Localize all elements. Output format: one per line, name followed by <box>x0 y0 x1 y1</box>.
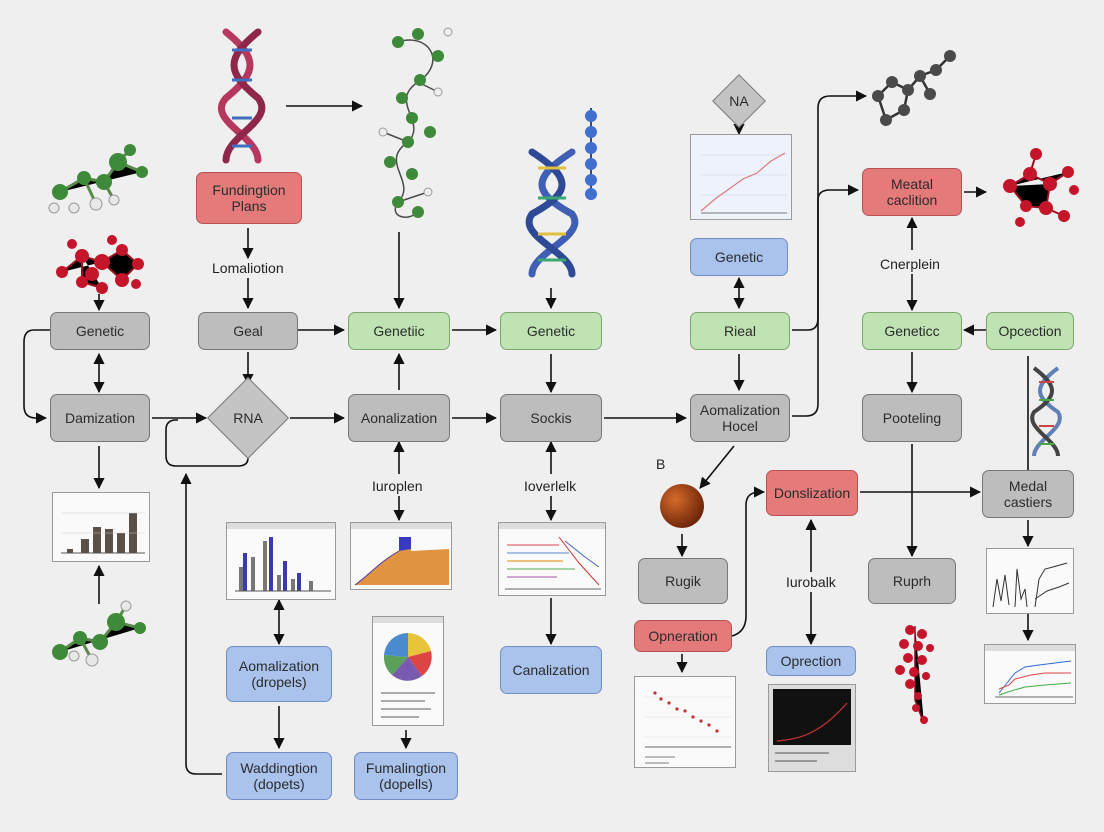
dna-helix-icon <box>1030 366 1062 457</box>
molecule-icon <box>872 50 956 126</box>
molecule-icon <box>378 27 453 218</box>
geneticc-node[interactable]: Geneticc <box>862 312 962 350</box>
line-chart-thumbnail <box>498 522 606 596</box>
dna-helix-icon <box>218 28 266 164</box>
sphere-icon <box>660 484 704 528</box>
na-decision-node[interactable]: NA <box>712 80 766 122</box>
loop-rna-back <box>165 419 249 467</box>
ruprh-node[interactable]: Ruprh <box>868 558 956 604</box>
oprection-node[interactable]: Oprection <box>766 646 856 676</box>
molecule-icon <box>1003 148 1079 227</box>
geal-node[interactable]: Geal <box>198 312 298 350</box>
pooteling-node[interactable]: Pooteling <box>862 394 962 442</box>
opcection-node[interactable]: Opcection <box>986 312 1074 350</box>
iurobalk-label: Iurobalk <box>786 574 836 590</box>
area-chart-thumbnail <box>350 522 452 590</box>
damization-node[interactable]: Damization <box>50 394 150 442</box>
scatter-chart-thumbnail <box>634 676 736 768</box>
arrow-hocel-to-meatal <box>792 184 860 417</box>
iuroplen-label: Iuroplen <box>372 478 423 494</box>
rna-label: RNA <box>233 410 263 426</box>
molecule-icon <box>52 600 146 667</box>
pie-chart-thumbnail <box>372 616 444 726</box>
canalization-node[interactable]: Canalization <box>500 646 602 694</box>
cnerplein-label: Cnerplein <box>880 256 940 272</box>
meatal-caclition-node[interactable]: Meatal caclition <box>862 168 962 216</box>
operation-node[interactable]: Opneration <box>634 620 732 652</box>
dna-helix-icon <box>525 148 579 278</box>
aonalization-node[interactable]: Aonalization <box>348 394 450 442</box>
lomaliotion-label: Lomaliotion <box>212 260 284 276</box>
loop-genetic-damization <box>23 329 50 424</box>
molecule-chain-icon <box>585 108 597 200</box>
aomalization-dropels-node[interactable]: Aomalization (dropels) <box>226 646 332 702</box>
molecule-icon <box>48 144 148 214</box>
molecule-icon <box>56 235 144 294</box>
medal-castiers-node[interactable]: Medal castiers <box>982 470 1074 518</box>
waddingtion-node[interactable]: Waddingtion (dopets) <box>226 752 332 800</box>
donslization-node[interactable]: Donslization <box>766 470 858 516</box>
arrow-operation-donsl <box>731 486 766 637</box>
ioverlelk-label: Ioverlelk <box>524 478 577 494</box>
multi-line-chart-thumbnail <box>984 644 1076 704</box>
dark-line-chart-thumbnail <box>768 684 856 772</box>
na-label: NA <box>729 93 749 109</box>
rugik-node[interactable]: Rugik <box>638 558 728 604</box>
b-label: B <box>656 456 666 472</box>
arrow-rieal-to-top-molecule <box>792 90 868 331</box>
line-chart-thumbnail <box>690 134 792 220</box>
genetic-node-mid[interactable]: Genetic <box>500 312 602 350</box>
bar-chart-thumbnail <box>226 522 336 600</box>
loop-waddingtion-up <box>180 472 222 775</box>
genetic-node-left[interactable]: Genetic <box>50 312 150 350</box>
molecule-icon <box>895 625 934 725</box>
rna-decision-node[interactable]: RNA <box>208 378 288 458</box>
funding-plans-node[interactable]: Fundingtion Plans <box>196 172 302 224</box>
bar-chart-thumbnail <box>52 492 150 562</box>
fumalingtion-node[interactable]: Fumalingtion (dopells) <box>354 752 458 800</box>
rieal-node[interactable]: Rieal <box>690 312 790 350</box>
genetiic-node[interactable]: Genetiic <box>348 312 450 350</box>
sockis-node[interactable]: Sockis <box>500 394 602 442</box>
genetic-node-blue[interactable]: Genetic <box>690 238 788 276</box>
aomalization-hocel-node[interactable]: Aomalization Hocel <box>690 394 790 442</box>
line-chart-thumbnail <box>986 548 1074 614</box>
arrow-hocel-sphere <box>699 445 735 489</box>
